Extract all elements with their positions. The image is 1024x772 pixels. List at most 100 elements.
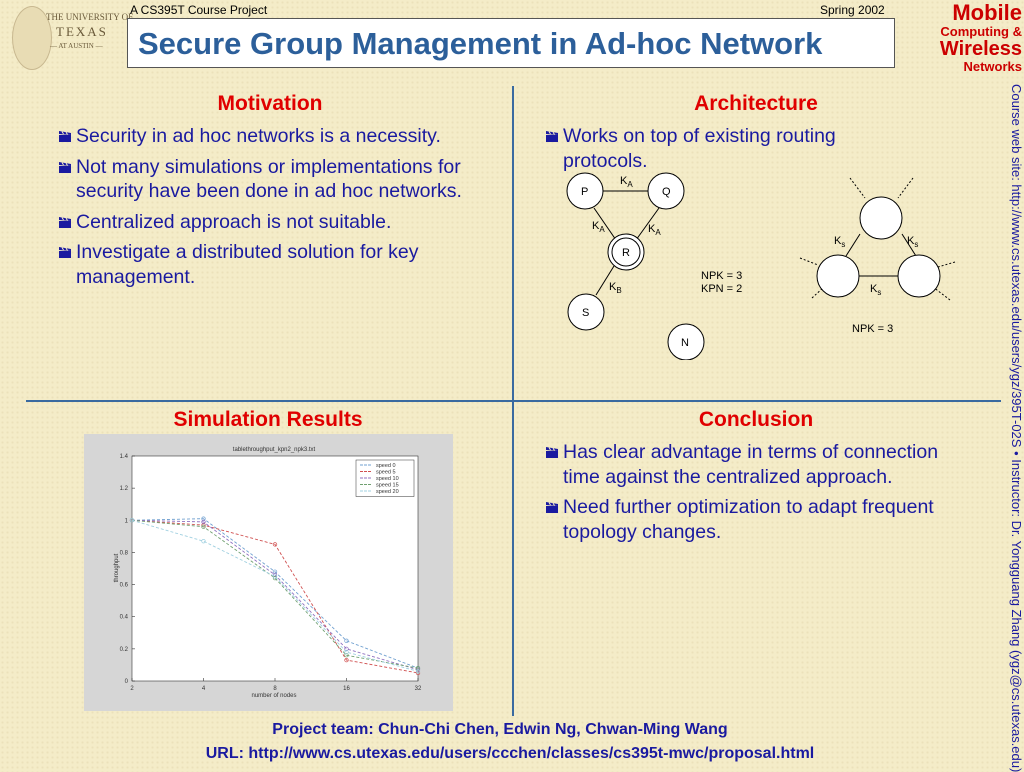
y-tick-label: 1.4 [120, 454, 129, 460]
data-point [344, 649, 349, 655]
series-line [131, 519, 419, 674]
data-point [415, 665, 421, 671]
data-point [272, 569, 278, 574]
node-q [647, 172, 685, 210]
list-item: Centralized approach is not suitable. [58, 210, 503, 235]
series-line [131, 518, 419, 669]
bullet-text: Need further optimization to adapt frequ… [563, 496, 934, 543]
edge-rs [595, 265, 615, 296]
data-point [272, 542, 278, 547]
y-axis-label: throughput [114, 553, 120, 582]
group-node-top [859, 196, 903, 240]
legend-label: speed 15 [376, 483, 399, 489]
edge-pr-label: KA [592, 220, 605, 234]
simulation-title: Simulation Results [173, 408, 363, 431]
clapperboard-icon [546, 131, 558, 142]
dashed-line [849, 177, 866, 199]
edge-left-label: Ks [834, 235, 845, 249]
title-box: Secure Group Management in Ad-hoc Networ… [127, 18, 895, 68]
data-point [201, 519, 206, 525]
data-point [272, 572, 278, 578]
chart-canvas: tablethroughput_kpn2_npk3.txt 00.20.40.6… [114, 447, 422, 699]
bullet-text: Security in ad hoc networks is a necessi… [76, 125, 441, 147]
course-website-sidebar: Course web site: http://www.cs.utexas.ed… [1009, 84, 1024, 772]
data-point [415, 669, 421, 674]
dashed-line [799, 257, 819, 266]
list-item: Works on top of existing routing protoco… [545, 124, 895, 173]
edge-left [845, 233, 861, 257]
legend-label: speed 5 [376, 470, 396, 476]
data-point [344, 638, 349, 643]
logo-line-3: — AT AUSTIN — [50, 42, 103, 50]
node-r-inner [611, 237, 641, 267]
y-tick-label: 0.4 [120, 615, 129, 621]
data-point [201, 524, 206, 529]
node-p-label: P [581, 186, 588, 198]
legend-label: speed 10 [376, 476, 399, 482]
edge-bottom-label: Ks [870, 283, 881, 297]
y-tick-label: 0 [125, 679, 129, 685]
node-r-label: R [622, 247, 630, 259]
brand-line-1: Mobile [952, 0, 1022, 25]
group-node-right [897, 254, 941, 298]
x-tick-label: 16 [343, 686, 350, 692]
list-item: Need further optimization to adapt frequ… [545, 495, 955, 544]
node-n [667, 323, 705, 360]
logo-line-1: THE UNIVERSITY OF [46, 12, 134, 22]
motivation-list: Security in ad hoc networks is a necessi… [58, 124, 503, 295]
series-group [129, 516, 421, 676]
data-point [272, 574, 278, 579]
series-line [131, 519, 419, 669]
edge-qr [635, 207, 660, 241]
legend-label: speed 0 [376, 463, 396, 469]
legend-label: speed 20 [376, 489, 399, 495]
brand-line-2: Computing & [940, 24, 1022, 39]
kpn-label: KPN = 2 [701, 283, 742, 295]
clapperboard-icon [59, 216, 71, 228]
dashed-line [897, 177, 914, 199]
bullet-text: Investigate a distributed solution for k… [76, 241, 419, 288]
conclusion-list: Has clear advantage in terms of connecti… [545, 440, 955, 550]
node-q-label: Q [662, 186, 671, 198]
edge-rs-label: KB [609, 281, 622, 295]
data-point [344, 653, 349, 658]
seal-icon [12, 6, 52, 70]
edge-pr [593, 207, 617, 241]
date-label: Spring 2002 [820, 3, 885, 17]
bullet-text: Not many simulations or implementations … [76, 155, 462, 203]
group-node-left [816, 254, 860, 298]
brand-line-3: Wireless [939, 38, 1022, 60]
course-label: A CS395T Course Project [130, 3, 268, 17]
x-axis-label: number of nodes [251, 693, 296, 699]
list-item: Investigate a distributed solution for k… [58, 240, 503, 289]
bullet-text: Centralized approach is not suitable. [76, 210, 392, 233]
clapperboard-icon [546, 502, 558, 513]
brand-line-4: Networks [963, 59, 1022, 74]
university-logo: THE UNIVERSITY OF TEXAS — AT AUSTIN — [6, 4, 133, 70]
node-s [567, 293, 605, 331]
series-line [131, 519, 419, 672]
y-tick-label: 0.8 [120, 550, 129, 556]
npk-label: NPK = 3 [852, 323, 893, 335]
edge-right [901, 233, 917, 257]
clapperboard-icon [59, 247, 71, 258]
bullet-text: Has clear advantage in terms of connecti… [563, 441, 939, 488]
network-diagram-left: P Q R S N KA KA KA KB NPK = 3 KPN = 2 [566, 172, 742, 360]
node-s-label: S [582, 307, 589, 319]
npk-label: NPK = 3 [701, 270, 742, 282]
y-tick-label: 0.6 [120, 583, 129, 589]
clapperboard-icon [546, 447, 558, 458]
clapperboard-icon [59, 161, 71, 173]
conclusion-title: Conclusion [698, 408, 814, 431]
x-tick-label: 2 [130, 686, 134, 692]
motivation-title: Motivation [217, 92, 323, 115]
dashed-line [811, 285, 826, 299]
page-title: Secure Group Management in Ad-hoc Networ… [138, 26, 823, 61]
data-point [129, 518, 135, 523]
y-tick-label: 1 [125, 518, 129, 524]
edge-pq-label: KA [620, 175, 633, 189]
horizontal-divider [26, 400, 1001, 402]
